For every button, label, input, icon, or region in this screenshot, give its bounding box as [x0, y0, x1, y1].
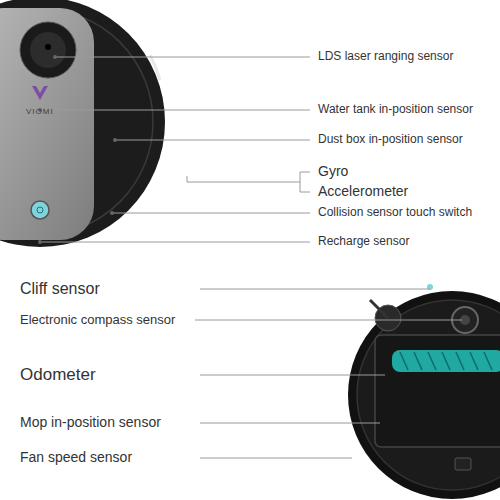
bracket	[300, 172, 310, 192]
top-panel	[0, 8, 94, 240]
bracket-line	[187, 176, 300, 182]
rolling-brush	[392, 350, 500, 372]
leader-dot	[113, 138, 117, 142]
part-label: Water tank in-position sensor	[318, 103, 473, 116]
leader-line	[195, 320, 462, 321]
leader-line	[112, 213, 310, 214]
part-label: LDS laser ranging sensor	[318, 50, 453, 63]
leader-line	[55, 57, 310, 58]
leader-dot	[53, 55, 57, 59]
power-icon	[37, 207, 43, 213]
robot-body	[348, 291, 500, 499]
leader-line	[40, 242, 310, 243]
robot-top-view	[0, 0, 165, 247]
leader-lines-bottom	[195, 289, 462, 458]
robot-body	[0, 0, 165, 247]
part-label: Mop in-position sensor	[20, 415, 161, 430]
leader-dot	[110, 211, 114, 215]
brand-name: VIOMI	[26, 108, 54, 117]
robot-bottom-view	[348, 284, 500, 499]
lds-turret	[20, 22, 76, 78]
leader-line	[115, 140, 310, 141]
part-label: Accelerometer	[318, 184, 408, 199]
part-label: Gyro	[318, 164, 348, 179]
brand-logo	[32, 86, 48, 100]
side-brush-arm	[370, 300, 388, 318]
leader-dots-top	[38, 55, 117, 244]
part-label: Cliff sensor	[20, 280, 100, 298]
leader-line	[200, 458, 352, 459]
leader-dot	[38, 240, 42, 244]
part-label: Recharge sensor	[318, 235, 409, 248]
leader-line	[40, 110, 310, 111]
brush-bristles	[400, 352, 492, 370]
rear-contact	[455, 458, 471, 470]
lds-cap	[30, 32, 66, 68]
underside	[357, 300, 500, 490]
brush-housing	[375, 335, 500, 447]
power-button	[31, 201, 49, 219]
part-label: Fan speed sensor	[20, 450, 132, 465]
part-label: Dust box in-position sensor	[318, 133, 463, 146]
leader-lines-top	[40, 57, 310, 242]
part-label: Odometer	[20, 366, 96, 385]
lds-dot	[45, 44, 51, 50]
part-label: Collision sensor touch switch	[318, 206, 472, 219]
leader-line	[200, 289, 430, 290]
leader-line	[200, 423, 380, 424]
bumper-highlight	[150, 55, 160, 80]
part-label: Electronic compass sensor	[20, 313, 175, 327]
leader-line	[200, 375, 385, 376]
